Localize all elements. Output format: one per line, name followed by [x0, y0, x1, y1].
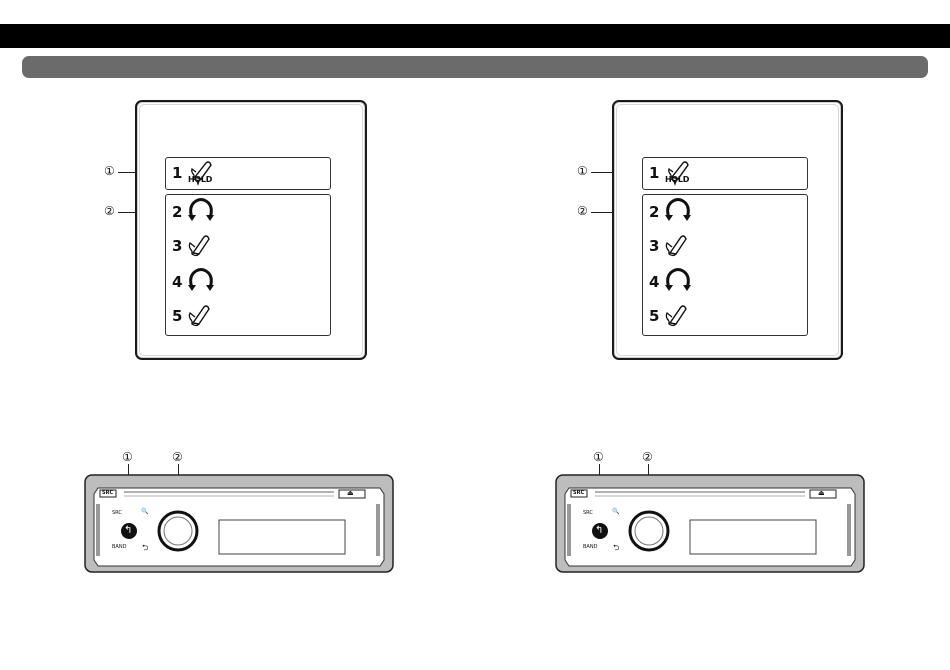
steps-box: 2 3 4 5 [642, 194, 808, 336]
rotate-icon [186, 196, 216, 228]
step-number: 1 [649, 164, 659, 182]
phone-button-icon[interactable]: ↰ [124, 525, 132, 536]
step-row: 5 [172, 301, 216, 331]
back-icon[interactable]: ⮌ [613, 542, 619, 556]
tap-icon [186, 300, 216, 332]
callout-1: ① [122, 450, 133, 464]
step-row: 3 [649, 231, 693, 261]
step-row: 4 [172, 267, 216, 297]
rotate-icon [663, 196, 693, 228]
step-number: 5 [172, 307, 186, 325]
step-row: 2 [172, 197, 216, 227]
callout-1: ① [104, 164, 115, 178]
step-row: 2 [649, 197, 693, 227]
src-button-label[interactable]: SRC [573, 490, 584, 496]
src-button-label[interactable]: SRC [102, 490, 113, 496]
step-number: 1 [172, 164, 182, 182]
callout-2: ② [577, 204, 588, 218]
header-bar [0, 24, 950, 48]
hold-label: HOLD [188, 175, 212, 184]
instruction-panel: 1 HOLD 2 3 4 [135, 100, 367, 360]
car-stereo-unit: SRC SRC BAND ⏏ 🔍 ⮌ ↰ [84, 474, 394, 578]
phone-button-icon[interactable]: ↰ [595, 525, 603, 536]
step-number: 5 [649, 307, 663, 325]
search-icon[interactable]: 🔍 [612, 508, 619, 515]
back-icon[interactable]: ⮌ [142, 542, 148, 556]
step-number: 2 [649, 203, 663, 221]
hold-step-box: 1 HOLD [165, 157, 331, 190]
hold-label: HOLD [665, 175, 689, 184]
section-bar [22, 56, 928, 78]
callout-2: ② [172, 450, 183, 464]
src-label: SRC [583, 510, 593, 516]
src-label: SRC [112, 510, 122, 516]
band-label: BAND [583, 544, 597, 550]
callout-1: ① [593, 450, 604, 464]
step-number: 4 [172, 273, 186, 291]
step-number: 3 [649, 237, 663, 255]
rotate-icon [186, 266, 216, 298]
hold-step-box: 1 HOLD [642, 157, 808, 190]
rotate-icon [663, 266, 693, 298]
callout-2: ② [104, 204, 115, 218]
callout-2: ② [642, 450, 653, 464]
eject-icon[interactable]: ⏏ [818, 489, 825, 497]
step-row: 4 [649, 267, 693, 297]
search-icon[interactable]: 🔍 [141, 508, 148, 515]
car-stereo-unit: SRC SRC BAND ⏏ 🔍 ⮌ ↰ [555, 474, 865, 578]
instruction-panel: 1 HOLD 2 3 4 [612, 100, 843, 360]
step-row: 5 [649, 301, 693, 331]
tap-icon [663, 300, 693, 332]
band-label: BAND [112, 544, 126, 550]
step-row: 3 [172, 231, 216, 261]
step-number: 2 [172, 203, 186, 221]
callout-1: ① [577, 164, 588, 178]
tap-icon [663, 230, 693, 262]
step-number: 3 [172, 237, 186, 255]
eject-icon[interactable]: ⏏ [347, 489, 354, 497]
step-number: 4 [649, 273, 663, 291]
tap-icon [186, 230, 216, 262]
steps-box: 2 3 4 5 [165, 194, 331, 336]
